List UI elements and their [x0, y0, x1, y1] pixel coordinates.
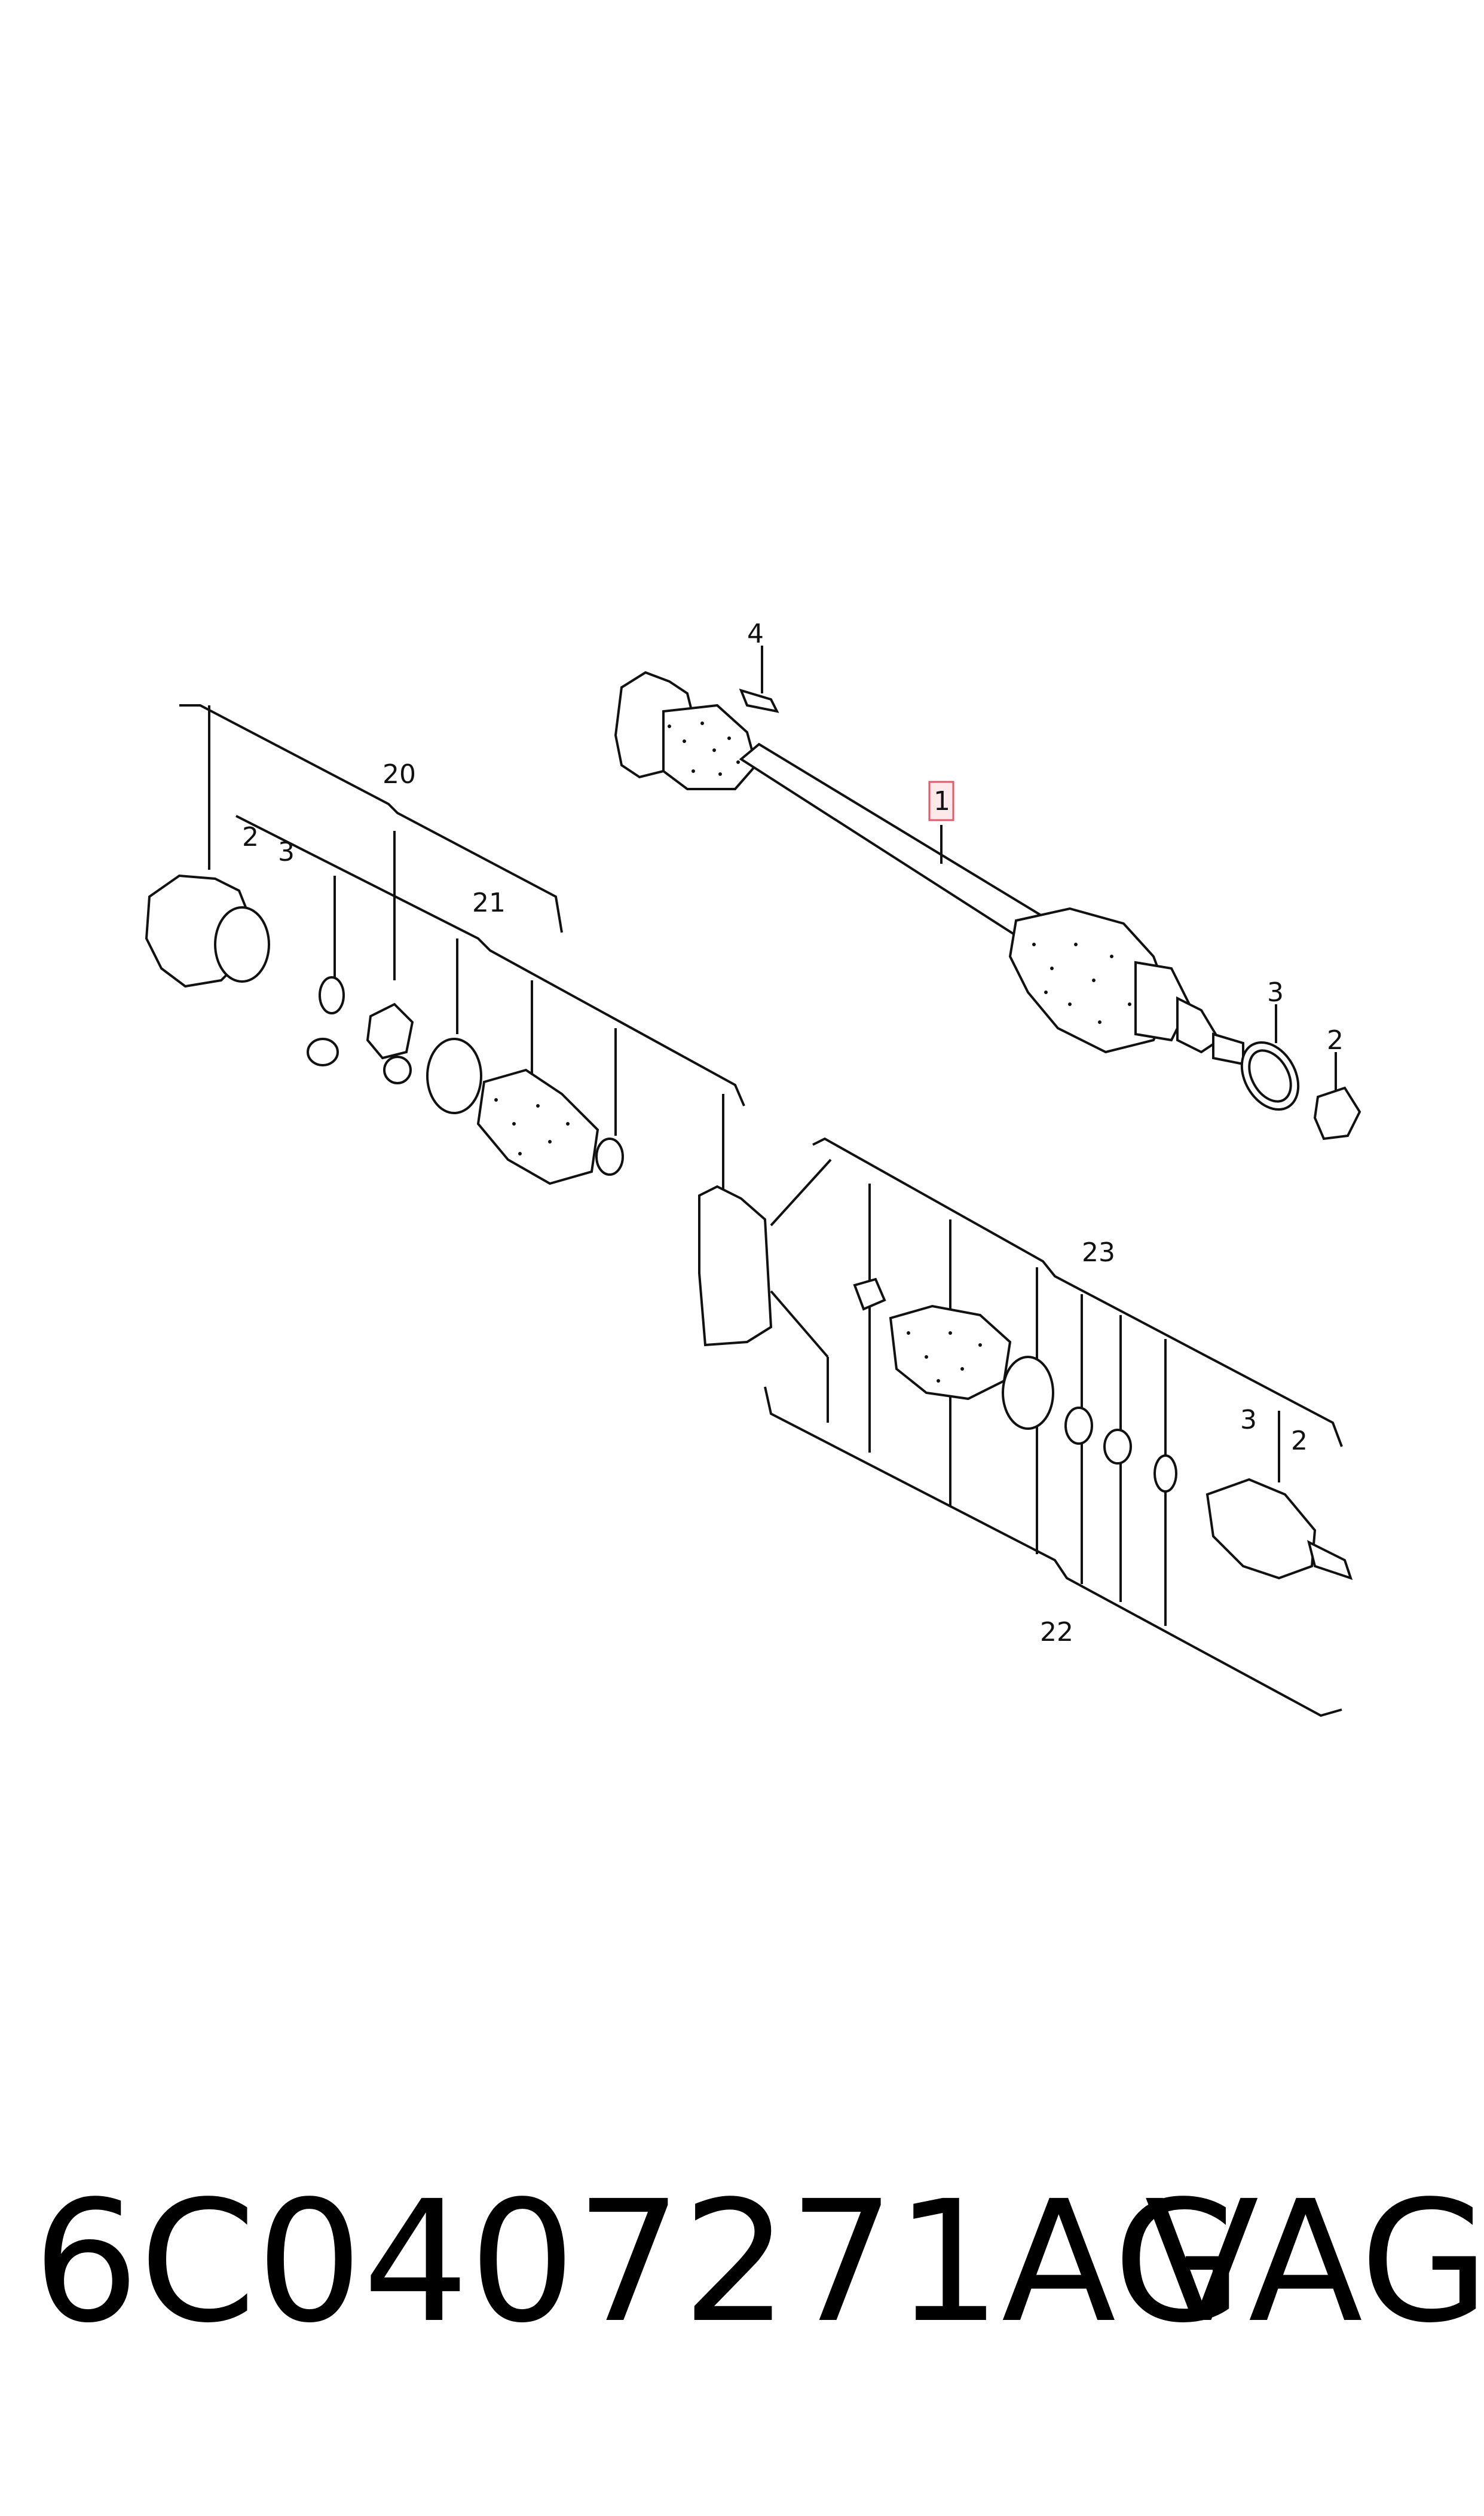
nut-part — [1313, 1086, 1361, 1141]
bolt-part — [739, 646, 779, 713]
callout-23: 23 — [1082, 1237, 1115, 1268]
group-21-bracket — [235, 815, 745, 1190]
callout-4: 4 — [747, 619, 764, 649]
brand-name: VAG — [1145, 2165, 1484, 2360]
part-number: 6C0407271AG — [33, 2165, 1243, 2360]
callout-21: 21 — [472, 888, 506, 918]
callout-1-highlight — [928, 781, 954, 821]
callout-2-shaft: 2 — [1327, 1025, 1344, 1056]
group-20-bracket — [179, 704, 563, 980]
callout-2-left: 2 — [242, 822, 259, 852]
right-exploded-parts — [853, 1277, 1353, 1580]
callout-2-right: 2 — [1291, 1426, 1308, 1456]
callout-22: 22 — [1040, 1617, 1073, 1647]
callout-3-left: 3 — [278, 837, 295, 867]
callout-3-shaft: 3 — [1267, 977, 1284, 1008]
callout-20: 20 — [383, 759, 416, 790]
left-exploded-parts — [145, 874, 773, 1347]
circlip-inner — [1248, 1049, 1292, 1103]
group-22-bracket — [764, 1158, 1342, 1717]
drive-shaft-assembly — [614, 671, 1244, 1066]
part-caption: 6C0407271AG VAG — [33, 2164, 1484, 2361]
callout-1: 1 — [934, 786, 950, 817]
callout-3-right: 3 — [1240, 1405, 1257, 1435]
